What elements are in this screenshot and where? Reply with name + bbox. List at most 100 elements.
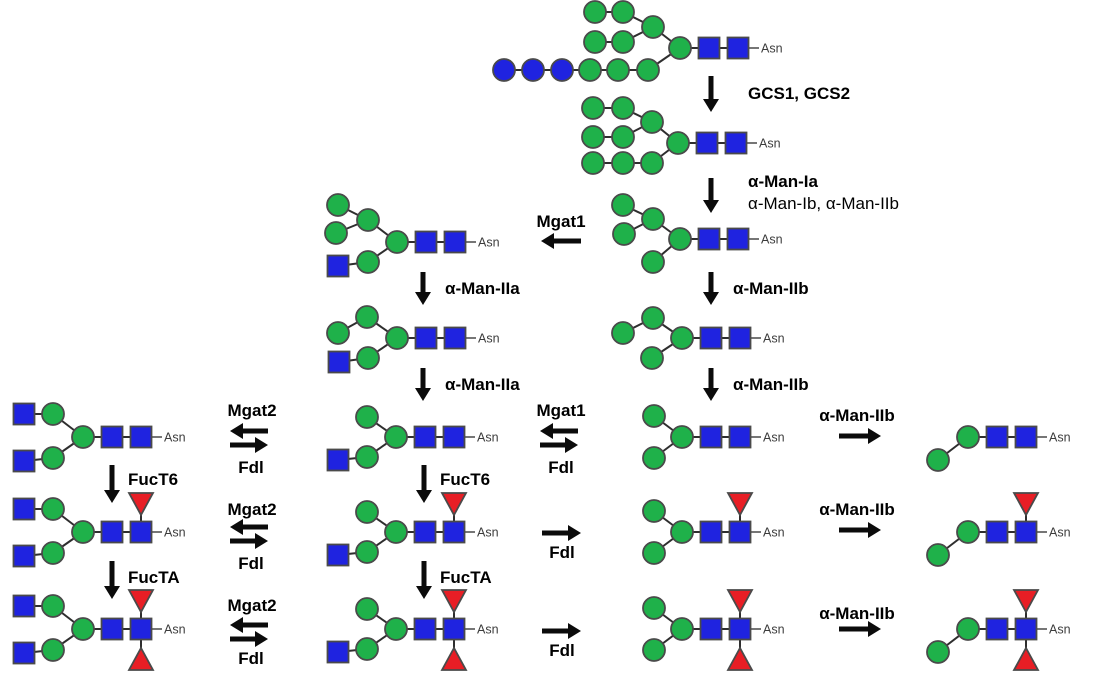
- mannose-icon: [41, 594, 65, 618]
- mannose-icon: [356, 208, 380, 232]
- fucose-icon: [127, 492, 155, 517]
- asn-label: Asn: [477, 430, 499, 444]
- arrow-head: [703, 99, 719, 112]
- mannose-icon: [581, 125, 605, 149]
- mannose-icon: [670, 326, 694, 350]
- glycan-structure-man3-fuc6: Asn: [642, 492, 785, 565]
- arrow-mgat2-row6-back: [230, 617, 268, 633]
- enzyme-label-fuct6: FucT6: [128, 470, 178, 489]
- glcnac-icon: [726, 227, 750, 251]
- arrow-fuct6-left: [104, 465, 120, 503]
- glycan-structure-man9: Asn: [581, 96, 781, 175]
- mannose-icon: [355, 500, 379, 524]
- mannose-icon: [640, 346, 664, 370]
- mannose-icon: [668, 227, 692, 251]
- glcnac-icon: [326, 254, 350, 278]
- mannose-icon: [356, 346, 380, 370]
- fucose-icon: [440, 646, 468, 671]
- glcnac-icon: [985, 617, 1009, 641]
- enzyme-label-man-ib-man-iib: α-Man-Ib, α-Man-IIb: [748, 194, 899, 213]
- arrow-head: [568, 525, 581, 541]
- mannose-icon: [581, 151, 605, 175]
- mannose-icon: [611, 321, 635, 345]
- fucose-icon: [1012, 646, 1040, 671]
- enzyme-label-man-iib: α-Man-IIb: [819, 406, 895, 425]
- arrow-head: [540, 423, 553, 439]
- mannose-icon: [385, 326, 409, 350]
- glycan-structure-man2-difuc: Asn: [926, 589, 1071, 671]
- mannose-icon: [41, 638, 65, 662]
- arrow-fdl-row6-mid: [542, 623, 581, 639]
- enzyme-label-fdl: Fdl: [549, 543, 575, 562]
- mannose-icon: [640, 151, 664, 175]
- mannose-icon: [41, 402, 65, 426]
- mannose-icon: [611, 151, 635, 175]
- fucose-icon: [726, 492, 754, 517]
- fucose-icon: [440, 492, 468, 517]
- mannose-icon: [670, 425, 694, 449]
- enzyme-label-mgat2: Mgat2: [227, 401, 276, 420]
- arrow-head: [868, 621, 881, 637]
- mannose-icon: [926, 640, 950, 664]
- enzyme-label-fdl: Fdl: [238, 649, 264, 668]
- arrow-man-ia: [703, 178, 719, 213]
- glycan-structure-glcnac-man3-fuc6: Asn: [326, 492, 499, 567]
- asn-label: Asn: [1049, 525, 1071, 539]
- mannose-icon: [641, 250, 665, 274]
- asn-label: Asn: [763, 525, 785, 539]
- arrow-head: [230, 617, 243, 633]
- enzyme-label-mgat1: Mgat1: [536, 212, 585, 231]
- mannose-icon: [636, 58, 660, 82]
- arrow-head: [703, 292, 719, 305]
- mannose-icon: [324, 221, 348, 245]
- arrow-fucta-mid: [416, 561, 432, 599]
- arrow-man-iib-row6: [839, 621, 881, 637]
- arrow-man-iia-2: [415, 368, 431, 401]
- enzyme-label-mgat2: Mgat2: [227, 596, 276, 615]
- glcnac-icon: [327, 350, 351, 374]
- glcnac-icon: [413, 617, 437, 641]
- mannose-icon: [642, 404, 666, 428]
- glcnac-icon: [326, 448, 350, 472]
- enzyme-label-fdl: Fdl: [238, 554, 264, 573]
- mannose-icon: [670, 520, 694, 544]
- glcnac-icon: [413, 520, 437, 544]
- mannose-icon: [666, 131, 690, 155]
- fucose-icon: [1012, 589, 1040, 614]
- glcnac-icon: [728, 617, 752, 641]
- glcnac-icon: [12, 641, 36, 665]
- mannose-icon: [611, 125, 635, 149]
- asn-label: Asn: [478, 235, 500, 249]
- mannose-icon: [583, 30, 607, 54]
- mannose-icon: [642, 541, 666, 565]
- glcnac-icon: [985, 520, 1009, 544]
- arrow-man-iib-1: [703, 272, 719, 305]
- mannose-icon: [355, 405, 379, 429]
- glycan-structure-man3-difuc: Asn: [642, 589, 785, 671]
- mannose-icon: [640, 110, 664, 134]
- arrow-head: [416, 490, 432, 503]
- enzyme-label-fucta: FucTA: [440, 568, 492, 587]
- enzyme-label-fdl: Fdl: [548, 458, 574, 477]
- fucose-icon: [726, 646, 754, 671]
- arrow-fdl-row4-left: [230, 437, 268, 453]
- mannose-icon: [956, 617, 980, 641]
- asn-label: Asn: [763, 622, 785, 636]
- enzyme-label-fdl: Fdl: [238, 458, 264, 477]
- glcnac-icon: [697, 36, 721, 60]
- glcnac-icon: [12, 544, 36, 568]
- arrow-fdl-row6-left: [230, 631, 268, 647]
- enzyme-label-man-iia: α-Man-IIa: [445, 279, 520, 298]
- enzyme-label-man-iia: α-Man-IIa: [445, 375, 520, 394]
- enzyme-label-man-iib: α-Man-IIb: [733, 375, 809, 394]
- arrow-man-iib-2: [703, 368, 719, 401]
- arrow-man-iib-row4: [839, 428, 881, 444]
- glycan-structure-man2: Asn: [926, 425, 1071, 472]
- glcnac-icon: [413, 425, 437, 449]
- enzyme-label-mgat2: Mgat2: [227, 500, 276, 519]
- mannose-icon: [355, 597, 379, 621]
- glcnac-icon: [129, 425, 153, 449]
- mannose-icon: [668, 36, 692, 60]
- glcnac-icon: [12, 449, 36, 473]
